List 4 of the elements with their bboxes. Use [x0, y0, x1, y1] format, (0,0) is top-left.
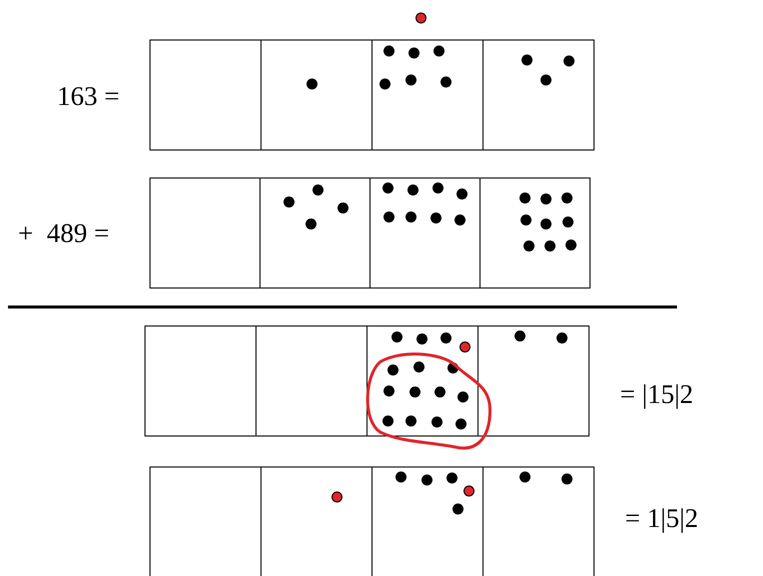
equation-text: + 489 = — [18, 218, 110, 248]
equation-text: = |15|2 — [620, 379, 694, 409]
equation-text: = 1|5|2 — [625, 503, 698, 533]
equation-text: 163 = — [57, 81, 120, 111]
